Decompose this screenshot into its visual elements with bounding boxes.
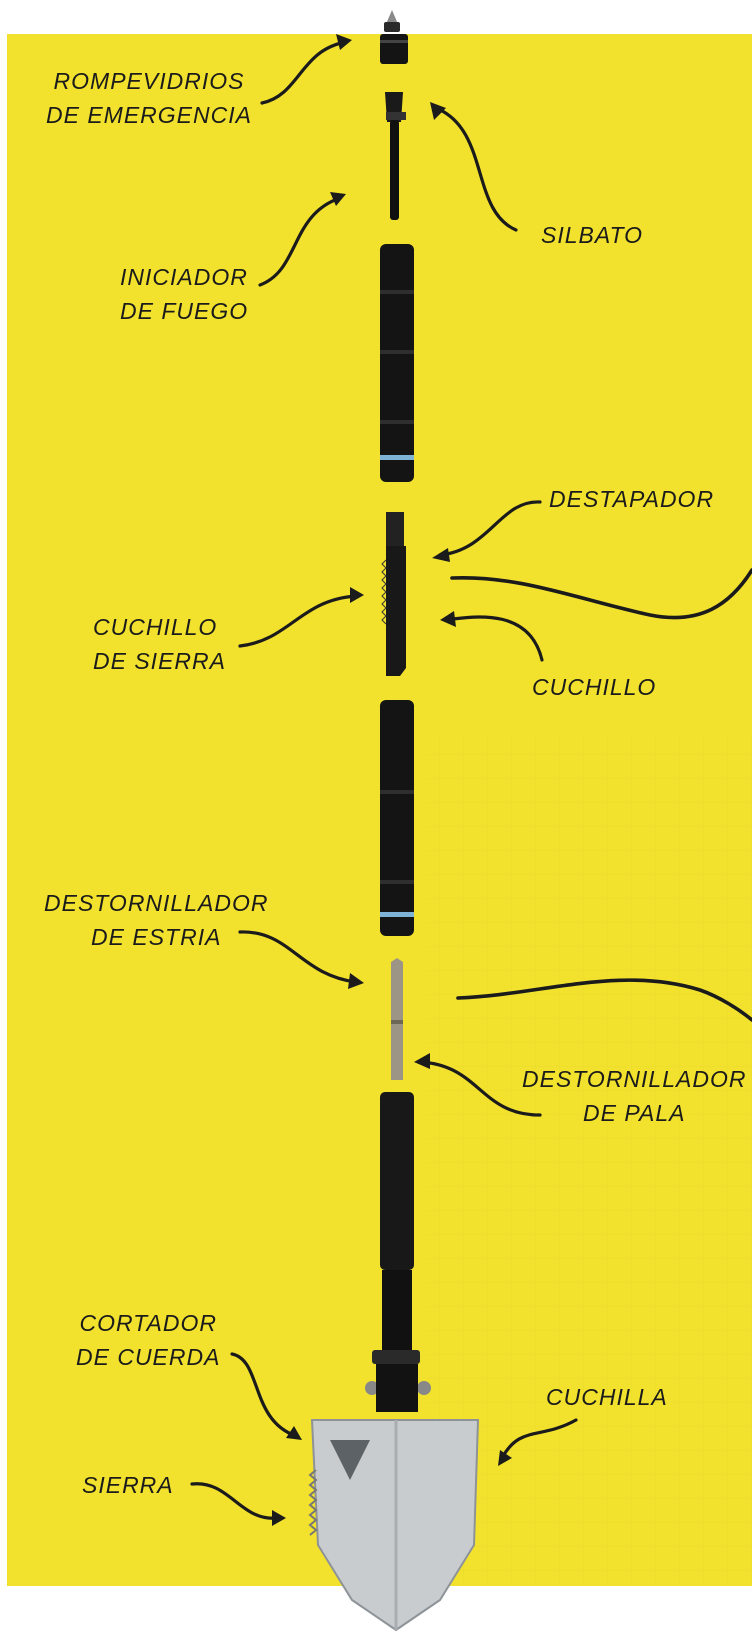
arrow-destornillador-estria: [238, 930, 358, 984]
label-line: DE EMERGENCIA: [46, 102, 252, 128]
label-line: DE CUERDA: [76, 1344, 221, 1370]
label-destornillador-pala: DESTORNILLADOR DE PALA: [522, 1062, 746, 1130]
label-line: INICIADOR: [120, 264, 248, 290]
label-line: SILBATO: [541, 222, 644, 248]
callout-arrows: [190, 40, 752, 1520]
arrow-sierra: [190, 1482, 280, 1520]
label-line: DESTORNILLADOR: [522, 1066, 747, 1092]
label-line: DESTORNILLADOR: [44, 890, 269, 916]
label-cuchillo-sierra: CUCHILLO DE SIERRA: [93, 610, 226, 678]
knife-saw-part: [381, 512, 406, 676]
arrow-rompevidrios: [260, 40, 348, 105]
glass-breaker-part: [380, 10, 408, 64]
label-line: ROMPEVIDRIOS: [53, 68, 245, 94]
label-line: DE FUEGO: [120, 298, 249, 324]
arrow-destornillador-pala: [418, 1060, 542, 1117]
label-line: DE ESTRIA: [91, 924, 222, 950]
arrow-heads: [272, 34, 512, 1526]
label-iniciador: INICIADOR DE FUEGO: [120, 260, 248, 328]
label-line: CUCHILLO: [532, 674, 657, 700]
arrow-silbato: [434, 106, 518, 232]
label-cuchilla: CUCHILLA: [546, 1380, 668, 1414]
label-destapador: DESTAPADOR: [549, 482, 714, 516]
label-line: DESTAPADOR: [549, 486, 715, 512]
label-rompevidrios: ROMPEVIDRIOS DE EMERGENCIA: [46, 64, 252, 132]
arrow-destapador: [438, 500, 542, 557]
arrow-cuchilla: [500, 1418, 578, 1460]
handle-segment-2: [380, 700, 414, 936]
label-silbato: SILBATO: [541, 218, 643, 252]
handle-segment-1: [380, 244, 414, 482]
swoosh-upper: [450, 568, 752, 620]
label-cuchillo: CUCHILLO: [532, 670, 656, 704]
whistle-firestarter-part: [385, 92, 406, 220]
label-line: CUCHILLA: [546, 1384, 668, 1410]
label-line: DE PALA: [583, 1100, 686, 1126]
label-line: CORTADOR: [79, 1310, 217, 1336]
label-line: DE SIERRA: [93, 648, 226, 674]
background-grid: [427, 734, 752, 1586]
label-sierra: SIERRA: [82, 1468, 174, 1502]
arrow-iniciador: [258, 196, 342, 287]
label-destornillador-estria: DESTORNILLADOR DE ESTRIA: [44, 886, 268, 954]
label-line: CUCHILLO: [93, 614, 218, 640]
screwdriver-bits-part: [391, 958, 403, 1080]
label-cortador: CORTADOR DE CUERDA: [76, 1306, 220, 1374]
shovel-blade: [308, 1419, 480, 1632]
arrow-cuchillo-sierra: [238, 594, 358, 648]
shovel-handle: [365, 1092, 431, 1412]
swoosh-lower: [456, 978, 752, 1022]
arrow-cuchillo: [444, 615, 544, 662]
arrow-cortador: [230, 1352, 298, 1438]
label-line: SIERRA: [82, 1472, 174, 1498]
